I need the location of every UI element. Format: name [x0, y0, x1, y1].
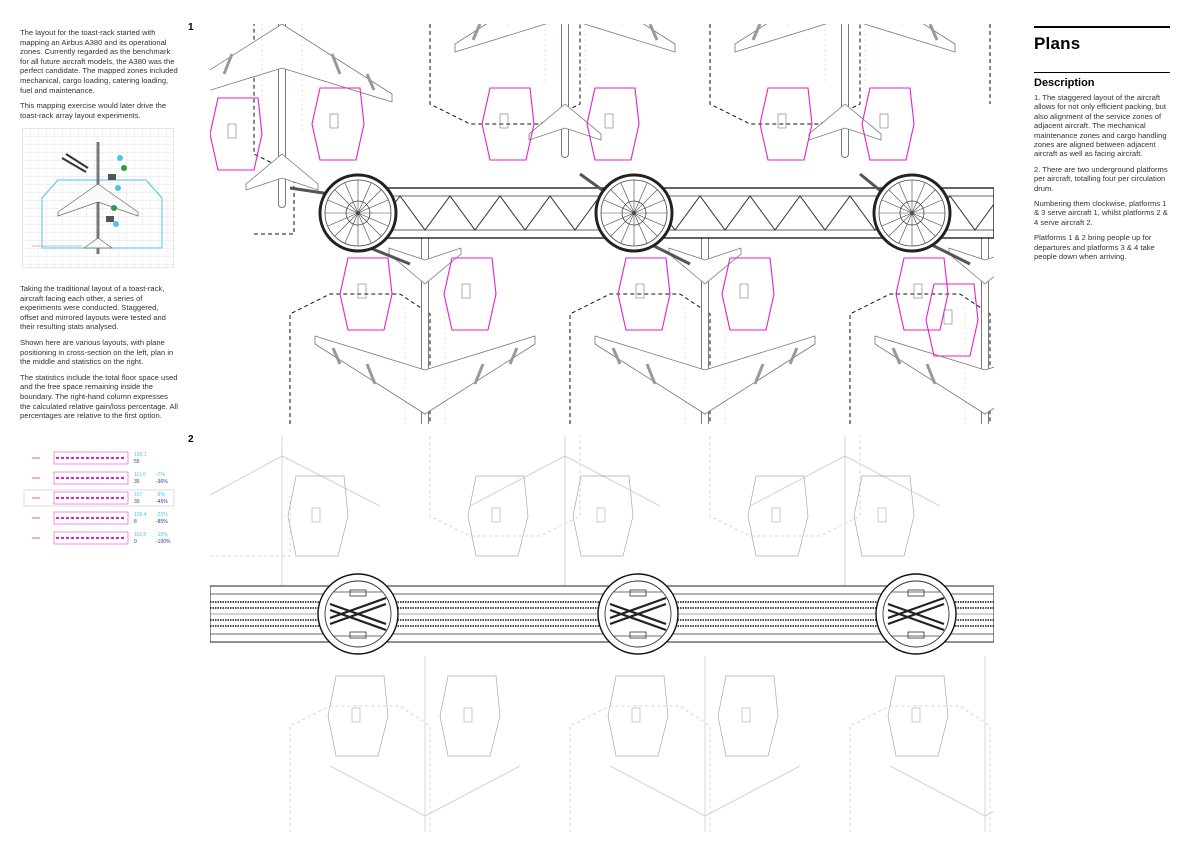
description-paragraph-1: 1. The staggered layout of the aircraft … [1034, 93, 1167, 159]
a380-mapping-thumbnail [22, 128, 174, 268]
plan-2-drawing [210, 436, 994, 832]
stats-area-3: 107 [134, 492, 143, 498]
page-title: Plans [1034, 34, 1081, 53]
description-paragraph-3: Numbering them clockwise, platforms 1 & … [1034, 199, 1168, 227]
stats-free-2: 35 [134, 479, 140, 485]
stats-gain-area-3: -9% [156, 492, 165, 498]
stats-gain-area-5: -15% [156, 532, 168, 538]
stats-area-2: 111.6 [134, 472, 146, 478]
title-rule [1034, 26, 1170, 28]
experiments-paragraph-1: Taking the traditional layout of a toast… [20, 284, 166, 332]
stats-gain-area-4: -23% [156, 512, 168, 518]
stats-gain-area-2: -7% [156, 472, 165, 478]
stats-area-4: 105.4 [134, 512, 147, 518]
stats-free-4: 8 [134, 519, 137, 525]
experiments-paragraph-2: Shown here are various layouts, with pla… [20, 337, 174, 367]
stats-row-2: 111.6 35 -7% -36% [32, 471, 168, 485]
description-paragraph-2: 2. There are two underground platforms p… [1034, 164, 1168, 193]
experiments-text: Taking the traditional layout of a toast… [20, 284, 178, 427]
plans-description-panel: Plans Description 1. The staggered layou… [1034, 26, 1170, 268]
stats-row-3: 107 30 -9% -45% [23, 489, 175, 507]
description-paragraph-4: Platforms 1 & 2 bring people up for depa… [1034, 233, 1155, 262]
stats-free-5: 0 [134, 539, 137, 545]
layout-statistics-table: 120.1 55 111.6 35 -7% -36% 107 30 -9% -4… [23, 451, 175, 545]
stats-free-3: 30 [134, 499, 140, 505]
stats-row-5: 115.5 0 -15% -100% [32, 531, 171, 545]
description-heading: Description [1034, 77, 1095, 89]
intro-paragraph-1: The layout for the toast-rack started wi… [20, 28, 178, 95]
stats-gain-free-4: -85% [156, 519, 168, 525]
stats-area-5: 115.5 [134, 532, 146, 538]
stats-row-1: 120.1 55 [32, 451, 147, 465]
plan-1-drawing [210, 24, 994, 424]
intro-paragraph-2: This mapping exercise would later drive … [20, 101, 167, 120]
plan-2-number: 2 [188, 434, 194, 445]
stats-row-4: 105.4 8 -23% -85% [32, 511, 168, 525]
stats-area-1: 120.1 [134, 452, 147, 458]
stats-gain-free-2: -36% [156, 479, 168, 485]
stats-gain-free-5: -100% [156, 539, 171, 545]
stats-gain-free-3: -45% [156, 499, 168, 505]
stats-free-1: 55 [134, 459, 140, 465]
subtitle-rule [1034, 72, 1170, 73]
intro-text: The layout for the toast-rack started wi… [20, 28, 178, 126]
plan-1-number: 1 [188, 22, 194, 33]
experiments-paragraph-3: The statistics include the total floor s… [20, 372, 178, 421]
